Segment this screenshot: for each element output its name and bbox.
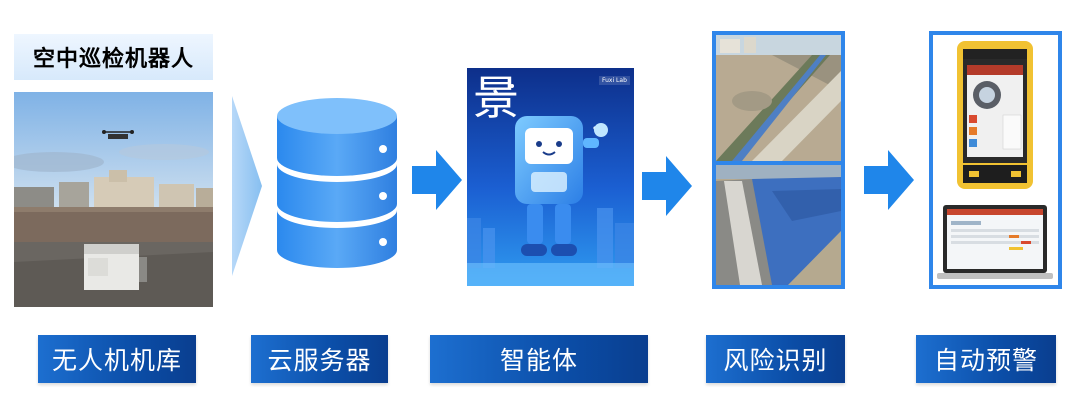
risk-photos xyxy=(712,31,845,289)
label-risk: 风险识别 xyxy=(706,335,845,383)
drone-icon xyxy=(102,130,134,139)
flow-arrow-3 xyxy=(642,156,692,216)
drone-hangar-photo xyxy=(14,92,213,307)
hangar-box xyxy=(84,244,147,290)
robot-char: 景 xyxy=(473,71,519,125)
robot-mascot xyxy=(515,116,608,256)
alert-devices xyxy=(929,31,1062,289)
laptop-icon xyxy=(937,205,1053,279)
label-cloud-server: 云服务器 xyxy=(251,335,388,383)
label-alert: 自动预警 xyxy=(916,335,1056,383)
database-icon xyxy=(277,98,397,268)
label-agent: 智能体 xyxy=(430,335,648,383)
robot-badge: Fuxi Lab xyxy=(599,76,630,85)
flow-arrow-2 xyxy=(412,150,462,210)
phone-icon xyxy=(957,41,1033,189)
drone-title: 空中巡检机器人 xyxy=(14,34,213,80)
flow-arrow-4 xyxy=(864,150,914,210)
robot-agent-image: 景 Fuxi Lab xyxy=(467,68,634,286)
label-hangar: 无人机机库 xyxy=(38,335,196,383)
flow-arrow-1 xyxy=(232,96,262,276)
